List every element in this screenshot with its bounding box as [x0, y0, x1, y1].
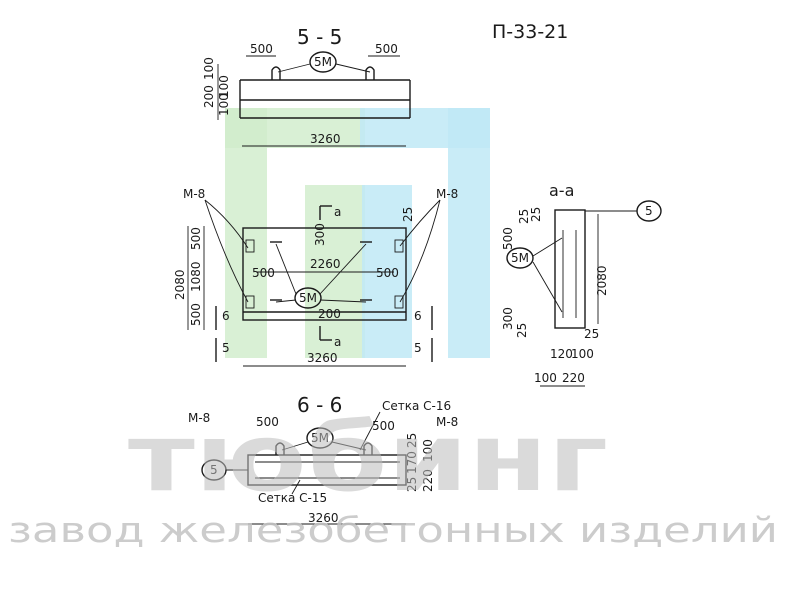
aa-dim-b120: 120 [550, 347, 573, 361]
logo-blue-block [362, 185, 412, 358]
logo-watermark [225, 108, 490, 358]
s66-dim-h25a: 25 [405, 433, 419, 448]
s55-dim-h3: 200 [202, 85, 216, 108]
front-dim-height: 2080 [173, 269, 187, 300]
front-mark-left: М-8 [183, 187, 205, 201]
front-dim-inner: 2260 [310, 257, 341, 271]
front-dim-v-bot: 500 [189, 303, 203, 326]
logo-blue-right [448, 108, 490, 358]
aa-dim-bot: 300 [501, 307, 515, 330]
front-cut-6-left: 6 [222, 309, 230, 323]
front-mark-right: М-8 [436, 187, 458, 201]
s55-dim-right: 500 [375, 42, 398, 56]
s55-callout-circle [309, 51, 337, 73]
front-dim-bottom-width: 3260 [307, 351, 338, 365]
s66-mesh-top: Сетка С-16 [382, 399, 451, 413]
section-5-5: 5 - 5 500 500 5М 100 100 200 100 3260 [202, 25, 411, 147]
front-dim-top-small: 300 [313, 223, 327, 246]
watermark-tagline: завод железобетонных изделий [8, 511, 778, 551]
s66-dim-left: 500 [256, 415, 279, 429]
front-callout: 5М [299, 291, 317, 305]
front-cut-5-left: 5 [222, 341, 230, 355]
s55-dim-h2: 100 [217, 75, 231, 98]
s66-mark-left: М-8 [188, 411, 210, 425]
s55-dim-left: 500 [250, 42, 273, 56]
front-dim-v-mid: 1080 [189, 261, 203, 292]
logo-green-bar-left [225, 108, 267, 358]
aa-callout-5m: 5М [511, 251, 529, 265]
logo-green-block [305, 185, 365, 358]
s66-dim-h100: 100 [421, 439, 435, 462]
s66-callout-5m-circle [306, 427, 334, 449]
s55-dim-width: 3260 [310, 132, 341, 146]
front-dim-v-top: 500 [189, 227, 203, 250]
aa-dim-top: 500 [501, 227, 515, 250]
s66-dim-right: 500 [372, 419, 395, 433]
section-6-6: 6 - 6 М-8 М-8 500 500 Сетка С-16 5М 5 Се… [188, 393, 458, 525]
sheet-code: П-33-21 [492, 21, 568, 43]
aa-dim-height: 2080 [595, 265, 609, 296]
s66-dim-h25b: 25 [405, 477, 419, 492]
aa-callout-5: 5 [645, 204, 653, 218]
s66-callout-5: 5 [210, 463, 218, 477]
watermark-brand: тюбинг [128, 404, 608, 513]
aa-dim-top25b: 25 [529, 207, 543, 222]
s55-dim-h4: 100 [217, 93, 231, 116]
s66-dim-h220: 220 [421, 469, 435, 492]
aa-dim-b100: 100 [571, 347, 594, 361]
section-6-6-title: 6 - 6 [297, 393, 342, 417]
front-dim-right-small: 25 [401, 207, 415, 222]
s66-callout-5m: 5М [311, 431, 329, 445]
s66-dim-width: 3260 [308, 511, 339, 525]
s66-dim-h170: 170 [405, 451, 419, 474]
front-cut-6-right: 6 [414, 309, 422, 323]
section-a-a-title: а-а [549, 181, 574, 200]
front-dim-left-off: 500 [252, 266, 275, 280]
logo-green-bar-top [225, 108, 365, 148]
aa-dim-b25a: 25 [515, 323, 529, 338]
front-cut-a-top: а [334, 205, 341, 219]
aa-dim-top25: 25 [517, 209, 531, 224]
aa-dim-b220: 220 [562, 371, 585, 385]
s66-mark-right: М-8 [436, 415, 458, 429]
section-5-5-title: 5 - 5 [297, 25, 342, 49]
front-cut-a-bot: а [334, 335, 341, 349]
section-a-a: а-а 5 5М 2080 500 25 25 300 25 25 120 10… [501, 181, 662, 387]
front-cut-5-right: 5 [414, 341, 422, 355]
s55-dim-h1: 100 [202, 57, 216, 80]
aa-callout-5m-circle [506, 247, 534, 269]
front-dim-bot-small: 200 [318, 307, 341, 321]
front-callout-circle [294, 287, 322, 309]
front-dim-right-off: 500 [376, 266, 399, 280]
aa-dim-b100b: 100 [534, 371, 557, 385]
aa-dim-b25b: 25 [584, 327, 599, 341]
front-view: М-8 М-8 5М 2260 500 500 300 200 25 2080 … [173, 187, 458, 367]
s66-mesh-bot: Сетка С-15 [258, 491, 327, 505]
s55-callout: 5М [314, 55, 332, 69]
